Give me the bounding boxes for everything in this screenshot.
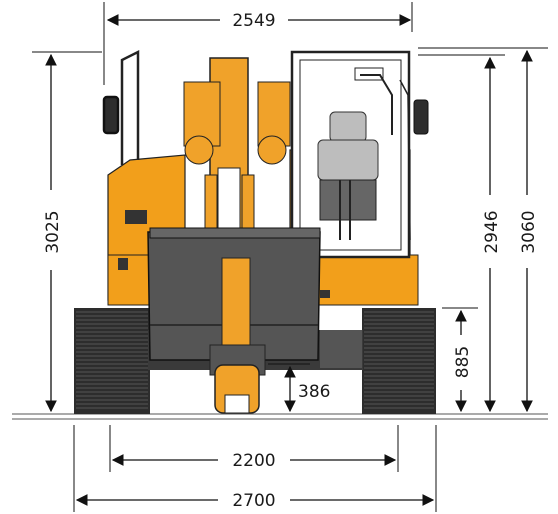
dim-right-height-outer-label: 3060	[519, 210, 539, 253]
dim-ground-clearance-label: 386	[298, 382, 330, 402]
ground-line	[12, 413, 548, 420]
dim-ground-clearance: 386	[268, 363, 330, 413]
bucket	[214, 364, 260, 414]
track-tread	[364, 311, 434, 409]
dim-overall-width-label: 2700	[232, 491, 275, 511]
operator-seat	[317, 111, 379, 240]
dim-right-height-inner: 2946	[418, 54, 505, 413]
dim-right-height-inner-label: 2946	[482, 210, 502, 253]
left-handrail	[102, 49, 140, 165]
dim-track-height: 885	[442, 307, 478, 413]
dim-track-gauge-label: 2200	[232, 451, 275, 471]
dim-overall-width: 2700	[73, 425, 437, 512]
dim-right-height-outer: 3060	[418, 47, 548, 413]
track-tread	[76, 311, 148, 409]
dim-top-width: 2549	[103, 2, 413, 85]
dim-track-gauge: 2200	[109, 425, 399, 472]
right-mirror	[413, 99, 429, 135]
dim-track-height-label: 885	[453, 346, 473, 378]
dim-top-width-label: 2549	[232, 11, 275, 31]
dim-left-height: 3025	[32, 51, 102, 413]
dim-left-height-label: 3025	[43, 210, 63, 253]
